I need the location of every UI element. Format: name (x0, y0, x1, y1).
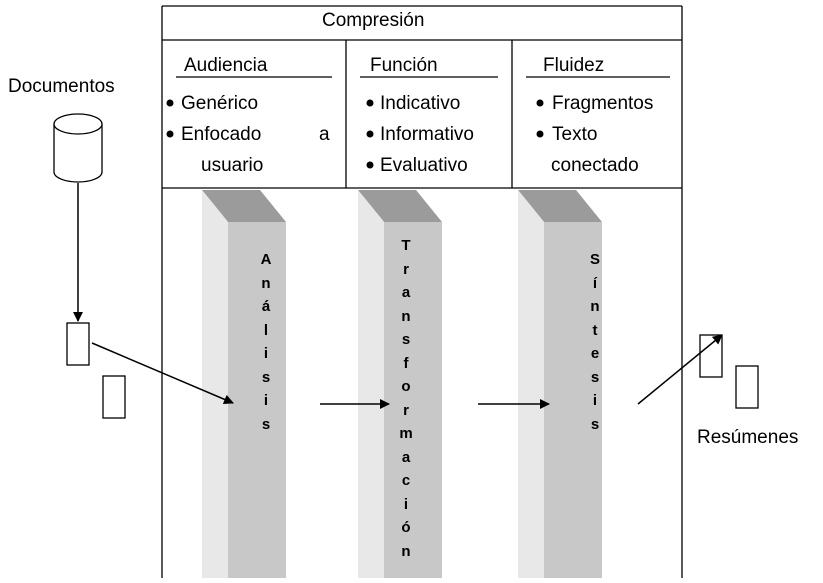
bullet (366, 99, 374, 107)
column-header-audiencia: Audiencia (184, 55, 268, 76)
stage-letter: S (589, 251, 600, 268)
stage-letter: i (263, 345, 269, 362)
summaries-label: Resúmenes (697, 427, 799, 448)
documents-label: Documentos (8, 76, 115, 97)
prism-transformacion (358, 190, 442, 578)
bullet (366, 130, 374, 138)
stage-letter: r (403, 401, 409, 419)
stage-letter: s (401, 331, 411, 348)
column-header-fluidez: Fluidez (543, 55, 605, 76)
database-icon (53, 113, 103, 183)
stage-letter: e (590, 345, 600, 362)
bullet (166, 99, 174, 107)
stage-letter: i (403, 495, 409, 513)
bullet (536, 99, 544, 107)
prism-analisis (202, 190, 286, 578)
list-item: Enfocado (181, 124, 262, 145)
list-item: Evaluativo (380, 155, 468, 176)
bullet (366, 161, 374, 169)
stage-letter: m (399, 425, 413, 442)
list-item: Fragmentos (552, 93, 654, 114)
column-header-funcion: Función (370, 55, 438, 76)
stage-letter: f (403, 354, 409, 372)
stage-letter: c (401, 472, 411, 489)
stage-letter: s (261, 368, 271, 386)
list-item: conectado (551, 155, 639, 176)
stage-letter: s (590, 415, 600, 433)
list-item: usuario (201, 155, 264, 176)
diagram-title: Compresión (322, 10, 425, 31)
stage-letter: n (401, 542, 411, 560)
list-item: Texto (552, 124, 598, 145)
stage-letter: a (401, 448, 411, 466)
stage-letter: i (592, 392, 598, 409)
list-item: Genérico (181, 93, 259, 114)
stage-letter: á (261, 298, 271, 315)
stage-letter: T (401, 237, 411, 254)
stage-letter: n (401, 307, 411, 325)
stage-letter: t (592, 321, 598, 339)
list-item: Informativo (380, 124, 474, 145)
stage-letter: i (263, 392, 269, 409)
stage-letter: l (263, 321, 269, 339)
list-item: Indicativo (380, 93, 461, 114)
stage-letter: a (401, 284, 411, 301)
stage-letter: o (401, 378, 411, 395)
document-icon (102, 375, 126, 419)
stage-letter: A (260, 251, 272, 268)
list-item: a (319, 124, 330, 145)
summary-icon (699, 334, 723, 378)
arrow-sintesis-to-summaries (637, 334, 723, 405)
bullet (166, 130, 174, 138)
prism-sintesis (518, 190, 602, 578)
stage-letter: s (261, 415, 271, 433)
bullet (536, 130, 544, 138)
summary-icon (735, 365, 759, 409)
stage-letter: s (590, 368, 600, 386)
document-icon (66, 322, 90, 366)
stage-letter: n (261, 274, 271, 292)
stage-letter: í (592, 274, 598, 292)
stage-letter: n (590, 298, 600, 315)
arrow-docs-to-analisis (91, 342, 234, 405)
stage-letter: r (403, 260, 409, 278)
stage-letter: ó (401, 519, 411, 536)
